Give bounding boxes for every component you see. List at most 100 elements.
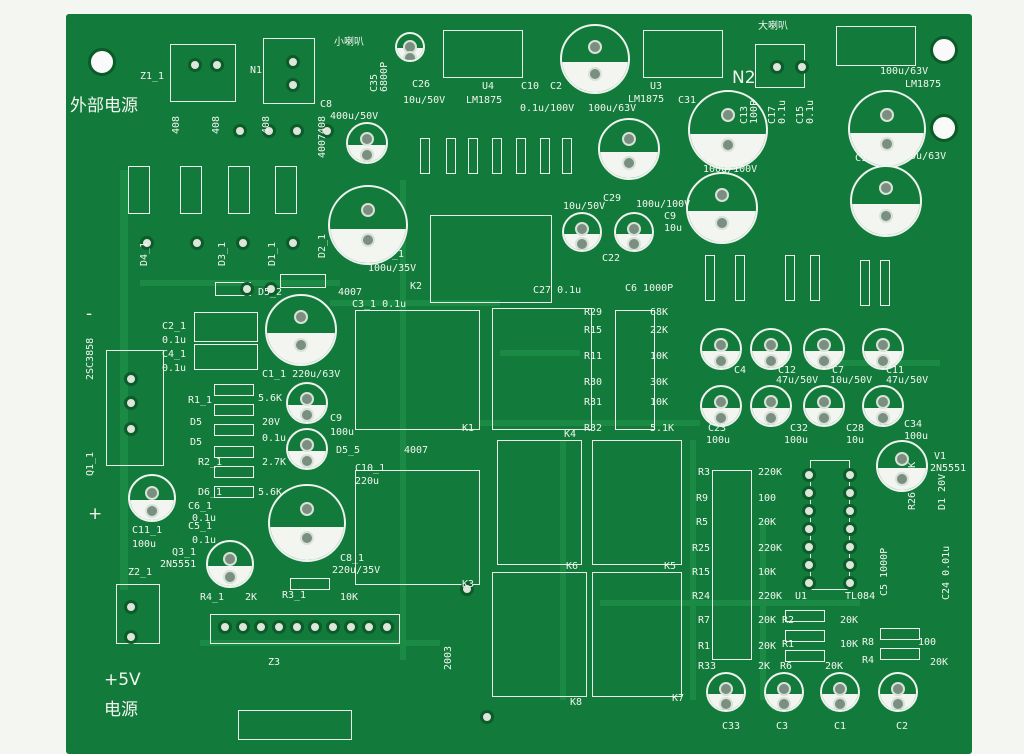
- silkscreen-label: 20K: [930, 657, 949, 668]
- electrolytic-capacitor: [346, 122, 388, 164]
- solder-pad: [124, 422, 138, 436]
- connector-outline: [116, 584, 160, 644]
- silkscreen-label: 10K: [758, 567, 777, 578]
- electrolytic-capacitor: [700, 328, 742, 370]
- silkscreen-label: C34: [904, 419, 923, 430]
- silkscreen-label: 408: [171, 115, 182, 134]
- silkscreen-label: 20K: [758, 517, 777, 528]
- electrolytic-capacitor: [750, 385, 792, 427]
- regulator-outline: [836, 26, 916, 66]
- solder-pad: [286, 78, 300, 92]
- silkscreen-label: C2_1: [162, 321, 187, 332]
- electrolytic-capacitor: [803, 385, 845, 427]
- silkscreen-label: C3_1 0.1u: [352, 299, 407, 310]
- silkscreen-label: 大喇叭: [758, 21, 788, 32]
- silkscreen-label: 100u/35V: [368, 263, 417, 274]
- electrolytic-capacitor: [686, 172, 758, 244]
- component-footprint: [492, 138, 502, 174]
- relay-outline: [592, 572, 682, 697]
- solder-pad: [286, 236, 300, 250]
- silkscreen-label: 10K: [840, 639, 859, 650]
- silkscreen-label: 408: [261, 115, 272, 134]
- silkscreen-label: 电源: [104, 700, 138, 720]
- silkscreen-label: Q3_1: [172, 547, 197, 558]
- component-footprint: [128, 166, 150, 214]
- silkscreen-label: Z1_1: [140, 71, 165, 82]
- silkscreen-label: 2003: [443, 645, 454, 670]
- silkscreen-label: 0.1u: [777, 99, 788, 124]
- electrolytic-capacitor: [286, 382, 328, 424]
- silkscreen-label: D5: [190, 417, 203, 428]
- copper-trace: [330, 300, 500, 306]
- silkscreen-label: 10u: [846, 435, 865, 446]
- component-footprint: [214, 404, 254, 416]
- ic-pin: [802, 558, 816, 572]
- component-footprint: [275, 166, 297, 214]
- relay-outline: [492, 308, 592, 430]
- silkscreen-label: 10K: [650, 397, 669, 408]
- silkscreen-label: 47u/50V: [776, 375, 819, 386]
- silkscreen-label: R15: [692, 567, 711, 578]
- silkscreen-label: R3: [698, 467, 711, 478]
- silkscreen-label: C2: [550, 81, 563, 92]
- silkscreen-label: R11: [584, 351, 603, 362]
- silkscreen-label: 10u: [664, 223, 683, 234]
- header-pin: [254, 620, 268, 634]
- silkscreen-label: C11_1: [132, 525, 163, 536]
- silkscreen-label: R2_1: [198, 457, 223, 468]
- silkscreen-label: 20K: [758, 615, 777, 626]
- silkscreen-label: K5: [664, 561, 677, 572]
- silkscreen-label: R7: [698, 615, 711, 626]
- silkscreen-label: C31: [678, 95, 697, 106]
- header-pin: [218, 620, 232, 634]
- silkscreen-label: 20K: [758, 641, 777, 652]
- silkscreen-label: K7: [672, 693, 685, 704]
- ic-pin: [843, 558, 857, 572]
- copper-trace: [140, 280, 340, 286]
- silkscreen-label: 100u/63V: [588, 103, 637, 114]
- silkscreen-label: 220K: [758, 591, 783, 602]
- component-footprint: [214, 466, 254, 478]
- header-pin: [326, 620, 340, 634]
- silkscreen-label: 4007: [404, 445, 429, 456]
- silkscreen-label: C5_1: [188, 521, 213, 532]
- silkscreen-label: 47u/50V: [886, 375, 929, 386]
- solder-pad: [480, 710, 494, 724]
- silkscreen-label: R31: [584, 397, 603, 408]
- solder-pad: [290, 124, 304, 138]
- silkscreen-label: U3: [650, 81, 663, 92]
- copper-trace: [500, 350, 580, 356]
- silkscreen-label: D5_5: [336, 445, 361, 456]
- component-footprint: [785, 650, 825, 662]
- silkscreen-label: C11: [886, 365, 905, 376]
- silkscreen-label: 6800P: [379, 61, 390, 92]
- solder-pad: [124, 396, 138, 410]
- component-footprint: [194, 344, 258, 370]
- silkscreen-label: C5 1000P: [879, 547, 890, 596]
- connector-outline: [263, 38, 315, 104]
- component-footprint: [785, 610, 825, 622]
- silkscreen-label: D1_1: [267, 241, 278, 266]
- silkscreen-label: R3_1: [282, 590, 307, 601]
- header-pin: [362, 620, 376, 634]
- ic-pin: [843, 576, 857, 590]
- component-footprint: [516, 138, 526, 174]
- silkscreen-label: 10u/50V: [563, 201, 606, 212]
- solder-pad: [460, 582, 474, 596]
- solder-pad: [262, 124, 276, 138]
- silkscreen-label: R1: [782, 639, 795, 650]
- relay-outline: [355, 470, 480, 585]
- component-footprint: [880, 628, 920, 640]
- silkscreen-label: C1: [834, 721, 847, 732]
- silkscreen-label: 220u: [355, 476, 380, 487]
- silkscreen-label: C32: [790, 423, 809, 434]
- silkscreen-label: 20K: [840, 615, 859, 626]
- electrolytic-capacitor: [328, 185, 408, 265]
- silkscreen-label: D5: [190, 437, 203, 448]
- silkscreen-label: R30: [584, 377, 603, 388]
- regulator-outline: [443, 30, 523, 78]
- relay-outline: [355, 310, 480, 430]
- ic-pin: [843, 522, 857, 536]
- silkscreen-label: U1: [795, 591, 808, 602]
- component-footprint: [420, 138, 430, 174]
